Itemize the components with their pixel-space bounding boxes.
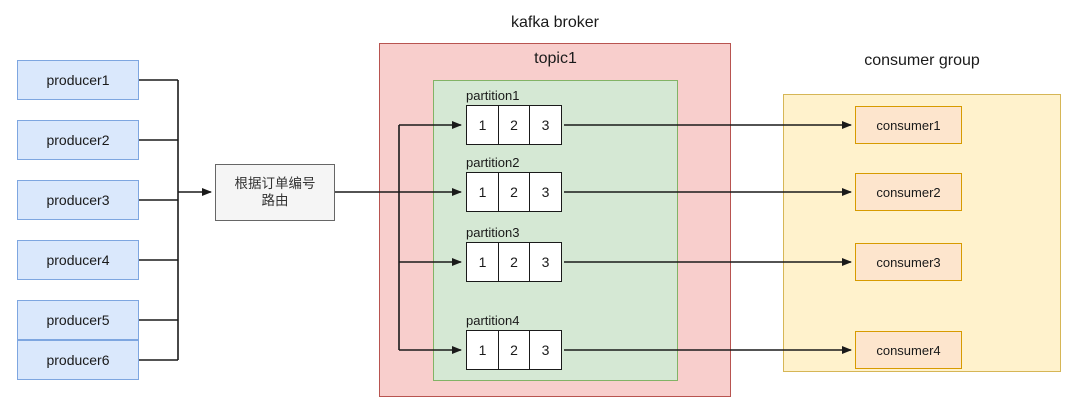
partition-cells-2: 1 2 3 (466, 172, 562, 212)
partition-label-4: partition4 (466, 313, 520, 328)
producer-label: producer5 (46, 312, 110, 328)
consumer-label: consumer4 (876, 342, 941, 358)
producer-label: producer2 (46, 132, 110, 148)
consumer-label: consumer3 (876, 254, 941, 270)
partition-cell: 1 (466, 105, 499, 145)
partition-cells-4: 1 2 3 (466, 330, 562, 370)
producer-box-1[interactable]: producer1 (17, 60, 139, 100)
router-label-line2: 路由 (261, 192, 289, 208)
producer-box-5[interactable]: producer5 (17, 300, 139, 340)
partition-label-1: partition1 (466, 88, 520, 103)
consumer-box-3[interactable]: consumer3 (855, 243, 962, 281)
partition-cell: 1 (466, 242, 499, 282)
producer-label: producer4 (46, 252, 110, 268)
producer-box-4[interactable]: producer4 (17, 240, 139, 280)
consumer-box-2[interactable]: consumer2 (855, 173, 962, 211)
partition-cell: 3 (529, 105, 562, 145)
topic1-title: topic1 (534, 50, 577, 67)
consumer-box-1[interactable]: consumer1 (855, 106, 962, 144)
producer-label: producer3 (46, 192, 110, 208)
partition-cell: 2 (497, 172, 531, 212)
kafka-broker-title: kafka broker (510, 14, 600, 31)
consumer-label: consumer2 (876, 184, 941, 200)
partition-cells-1: 1 2 3 (466, 105, 562, 145)
producer-box-3[interactable]: producer3 (17, 180, 139, 220)
producer-box-6[interactable]: producer6 (17, 340, 139, 380)
partition-cell: 3 (529, 330, 562, 370)
consumer-box-4[interactable]: consumer4 (855, 331, 962, 369)
partition-cells-3: 1 2 3 (466, 242, 562, 282)
partition-cell: 2 (497, 330, 531, 370)
partition-cell: 2 (497, 105, 531, 145)
partition-cell: 3 (529, 172, 562, 212)
producer-box-2[interactable]: producer2 (17, 120, 139, 160)
consumer-label: consumer1 (876, 117, 941, 133)
partition-label-2: partition2 (466, 155, 520, 170)
consumer-group-title: consumer group (864, 52, 980, 69)
partition-cell: 1 (466, 172, 499, 212)
order-number-router-box[interactable]: 根据订单编号 路由 (215, 164, 335, 221)
partition-cell: 2 (497, 242, 531, 282)
partition-label-3: partition3 (466, 225, 520, 240)
producer-label: producer1 (46, 72, 110, 88)
partition-cell: 3 (529, 242, 562, 282)
producer-label: producer6 (46, 352, 110, 368)
router-label-line1: 根据订单编号 (234, 175, 316, 191)
partition-cell: 1 (466, 330, 499, 370)
